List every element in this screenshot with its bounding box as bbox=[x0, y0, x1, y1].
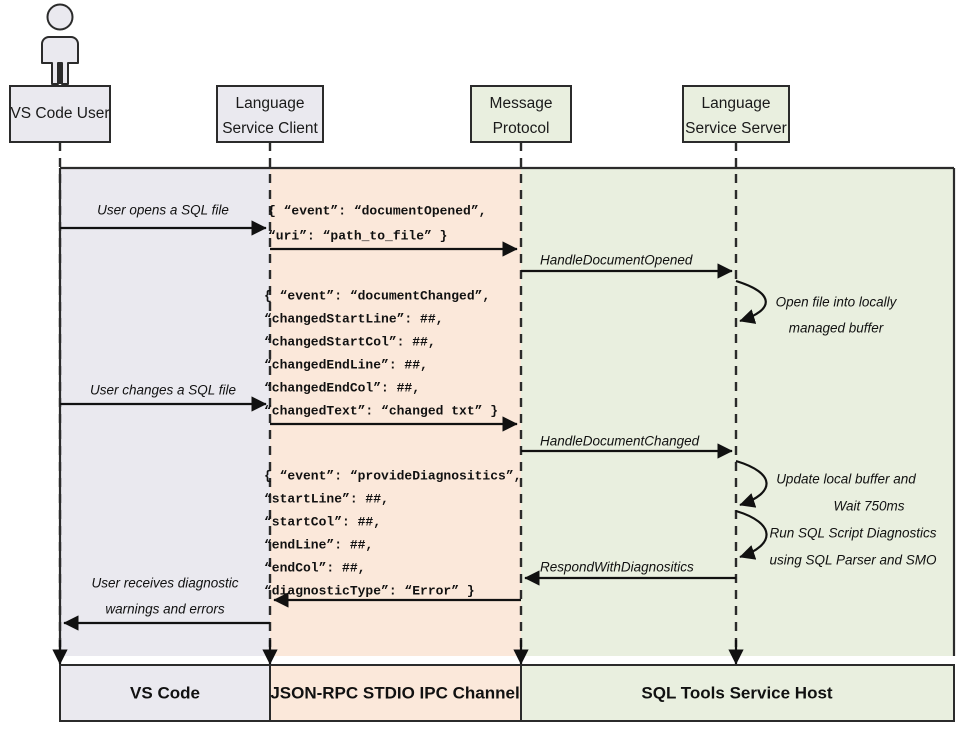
json-document-changed-line-2: “changedStartCol”: ##, bbox=[264, 334, 436, 349]
msg-user-changes-file-label: User changes a SQL file bbox=[90, 383, 236, 398]
msg-handle-document-changed[interactable]: HandleDocumentChanged bbox=[521, 434, 733, 459]
footer-lanes: VS Code JSON-RPC STDIO IPC Channel SQL T… bbox=[59, 664, 955, 722]
person-icon bbox=[41, 3, 79, 85]
note-open-file-buffer-line2: managed buffer bbox=[789, 321, 884, 336]
note-run-diagnostics-line1: Run SQL Script Diagnostics bbox=[769, 526, 936, 541]
footer-lane-sql-tools[interactable] bbox=[520, 664, 955, 722]
json-provide-diagnostics-line-4: “endCol”: ##, bbox=[264, 560, 365, 575]
json-provide-diagnostics-line-3: “endLine”: ##, bbox=[264, 537, 373, 552]
participant-label-vs-code-user: VS Code User bbox=[10, 105, 109, 122]
lifeline-terminators bbox=[52, 640, 744, 665]
footer-lane-json-rpc-label: JSON-RPC STDIO IPC Channel bbox=[270, 683, 519, 702]
msg-user-receives-diagnostics-line1: User receives diagnostic bbox=[91, 576, 238, 591]
json-document-changed-line-4: “changedEndCol”: ##, bbox=[264, 380, 420, 395]
msg-user-receives-diagnostics[interactable]: User receives diagnostic warnings and er… bbox=[63, 576, 270, 631]
note-run-diagnostics-line2: using SQL Parser and SMO bbox=[769, 553, 937, 568]
json-provide-diagnostics: { “event”: “provideDiagnositics”, “start… bbox=[264, 468, 521, 598]
note-update-buffer-wait-line2: Wait 750ms bbox=[833, 499, 904, 514]
json-document-changed-line-1: “changedStartLine”: ##, bbox=[264, 311, 443, 326]
lane-sql-tools-band bbox=[521, 168, 954, 656]
participant-label-language-service-client-line2: Service Client bbox=[222, 120, 318, 137]
participant-label-language-service-server-line1: Language bbox=[702, 95, 771, 112]
json-document-opened: { “event”: “documentOpened”, “uri”: “pat… bbox=[268, 203, 486, 243]
participant-label-message-protocol-line2: Protocol bbox=[493, 120, 550, 137]
lane-vs-code-band bbox=[60, 168, 270, 656]
note-run-diagnostics: Run SQL Script Diagnostics using SQL Par… bbox=[769, 526, 937, 568]
json-document-changed-line-0: { “event”: “documentChanged”, bbox=[264, 288, 490, 303]
participant-label-message-protocol-line1: Message bbox=[490, 95, 553, 112]
json-document-changed: { “event”: “documentChanged”, “changedSt… bbox=[264, 288, 498, 418]
participant-label-language-service-server-line2: Service Server bbox=[685, 120, 787, 137]
msg-handle-document-opened-label: HandleDocumentOpened bbox=[540, 253, 693, 268]
msg-handle-document-changed-label: HandleDocumentChanged bbox=[540, 434, 700, 449]
self-loop-update-buffer bbox=[735, 459, 768, 508]
msg-user-opens-file-label: User opens a SQL file bbox=[97, 203, 229, 218]
footer-lane-json-rpc[interactable] bbox=[269, 664, 522, 722]
note-update-buffer-wait-line1: Update local buffer and bbox=[776, 472, 916, 487]
msg-respond-with-diagnostics[interactable]: RespondWithDiagnositics bbox=[524, 560, 736, 586]
msg-handle-document-opened[interactable]: HandleDocumentOpened bbox=[521, 253, 733, 279]
json-provide-diagnostics-line-2: “startCol”: ##, bbox=[264, 514, 381, 529]
footer-lane-vs-code[interactable] bbox=[59, 664, 271, 722]
participant-boxes: VS Code User Language Service Client Mes… bbox=[9, 85, 790, 143]
msg-respond-with-diagnostics-label: RespondWithDiagnositics bbox=[540, 560, 694, 575]
json-document-changed-line-3: “changedEndLine”: ##, bbox=[264, 357, 428, 372]
footer-lane-sql-tools-label: SQL Tools Service Host bbox=[641, 683, 832, 702]
msg-user-opens-file[interactable]: User opens a SQL file bbox=[60, 203, 267, 236]
json-provide-diagnostics-line-5: “diagnosticType”: “Error” } bbox=[264, 583, 475, 598]
json-document-changed-line-5: “changedText”: “changed txt” } bbox=[264, 403, 498, 418]
participant-label-language-service-client-line1: Language bbox=[236, 95, 305, 112]
msg-user-receives-diagnostics-line2: warnings and errors bbox=[105, 602, 225, 617]
participant-box-message-protocol[interactable] bbox=[470, 85, 572, 143]
json-provide-diagnostics-line-0: { “event”: “provideDiagnositics”, bbox=[264, 468, 521, 483]
note-open-file-buffer-line1: Open file into locally bbox=[776, 295, 898, 310]
participant-box-vs-code-user[interactable] bbox=[9, 85, 111, 143]
lifelines bbox=[58, 142, 738, 650]
json-document-opened-line-0: { “event”: “documentOpened”, bbox=[268, 203, 486, 218]
self-loop-run-diagnostics bbox=[735, 509, 768, 560]
note-open-file-buffer: Open file into locally managed buffer bbox=[776, 295, 898, 336]
self-loop-open-file bbox=[735, 279, 767, 324]
json-document-opened-line-1: “uri”: “path_to_file” } bbox=[268, 228, 447, 243]
json-provide-diagnostics-line-1: “startLine”: ##, bbox=[264, 491, 389, 506]
msg-user-changes-file[interactable]: User changes a SQL file bbox=[60, 383, 267, 412]
footer-lane-vs-code-label: VS Code bbox=[130, 683, 200, 702]
note-update-buffer-wait: Update local buffer and Wait 750ms bbox=[776, 472, 916, 514]
